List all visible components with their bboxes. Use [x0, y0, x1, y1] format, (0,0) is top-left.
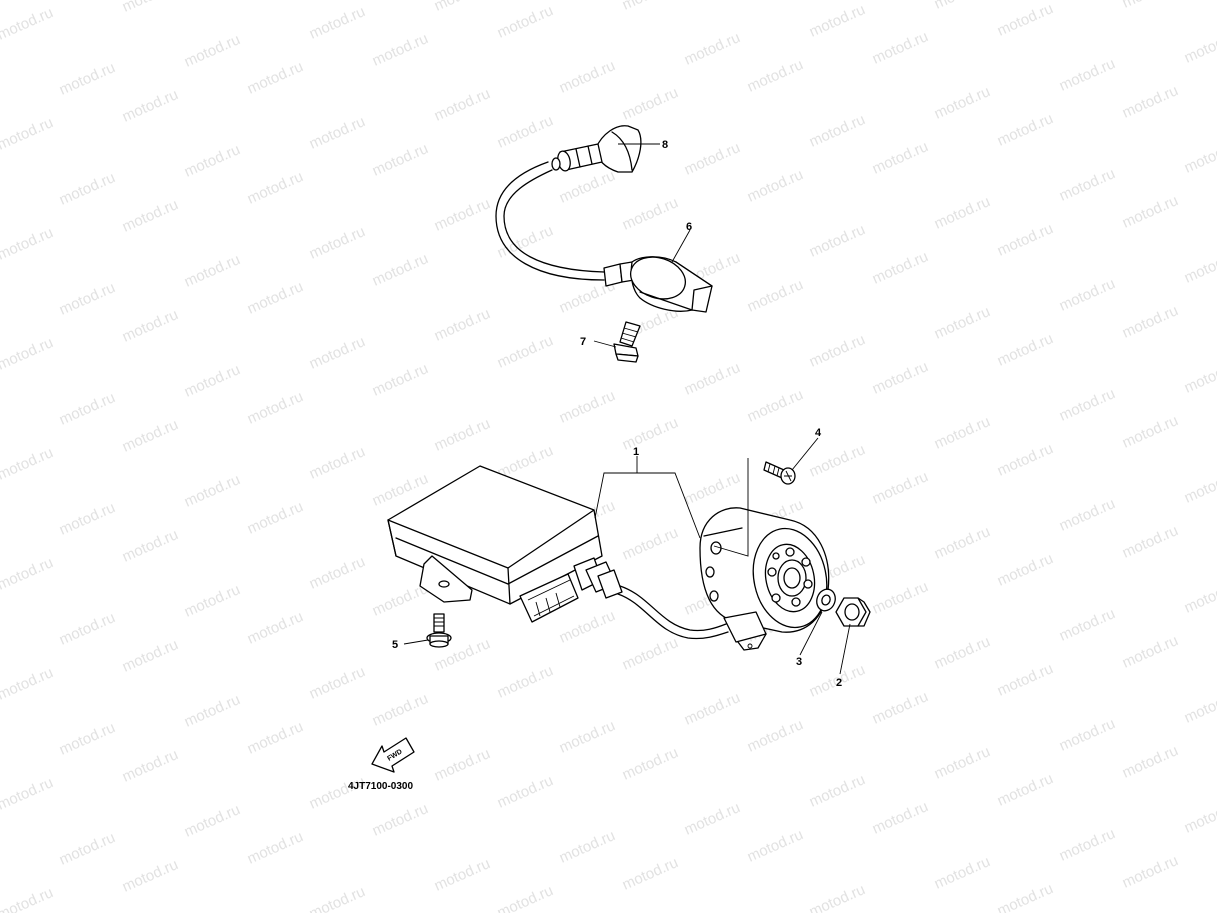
cdi-unit[interactable] — [387, 465, 603, 623]
ignition-coil[interactable] — [603, 250, 713, 313]
callout-7[interactable]: 7 — [580, 336, 586, 348]
bolt-7[interactable] — [613, 321, 641, 363]
callout-6[interactable]: 6 — [686, 221, 692, 233]
callout-2[interactable]: 2 — [836, 677, 842, 689]
callout-4[interactable]: 4 — [815, 427, 822, 439]
diagram-code: 4JT7100-0300 — [348, 781, 413, 792]
bolt-5[interactable] — [426, 613, 452, 648]
fwd-arrow-icon: FWD — [371, 737, 415, 773]
screw-4[interactable] — [763, 461, 796, 485]
callout-5[interactable]: 5 — [392, 639, 398, 651]
nut-2[interactable] — [835, 597, 871, 627]
high-tension-lead — [495, 161, 605, 281]
callout-3[interactable]: 3 — [796, 656, 802, 668]
callout-1[interactable]: 1 — [633, 446, 639, 458]
leader-lines — [403, 143, 851, 675]
stator-assembly[interactable] — [699, 507, 836, 651]
washer-3[interactable] — [814, 587, 838, 614]
wire-harness — [585, 561, 729, 640]
spark-plug-cap[interactable] — [551, 125, 642, 173]
callout-8[interactable]: 8 — [662, 139, 668, 151]
